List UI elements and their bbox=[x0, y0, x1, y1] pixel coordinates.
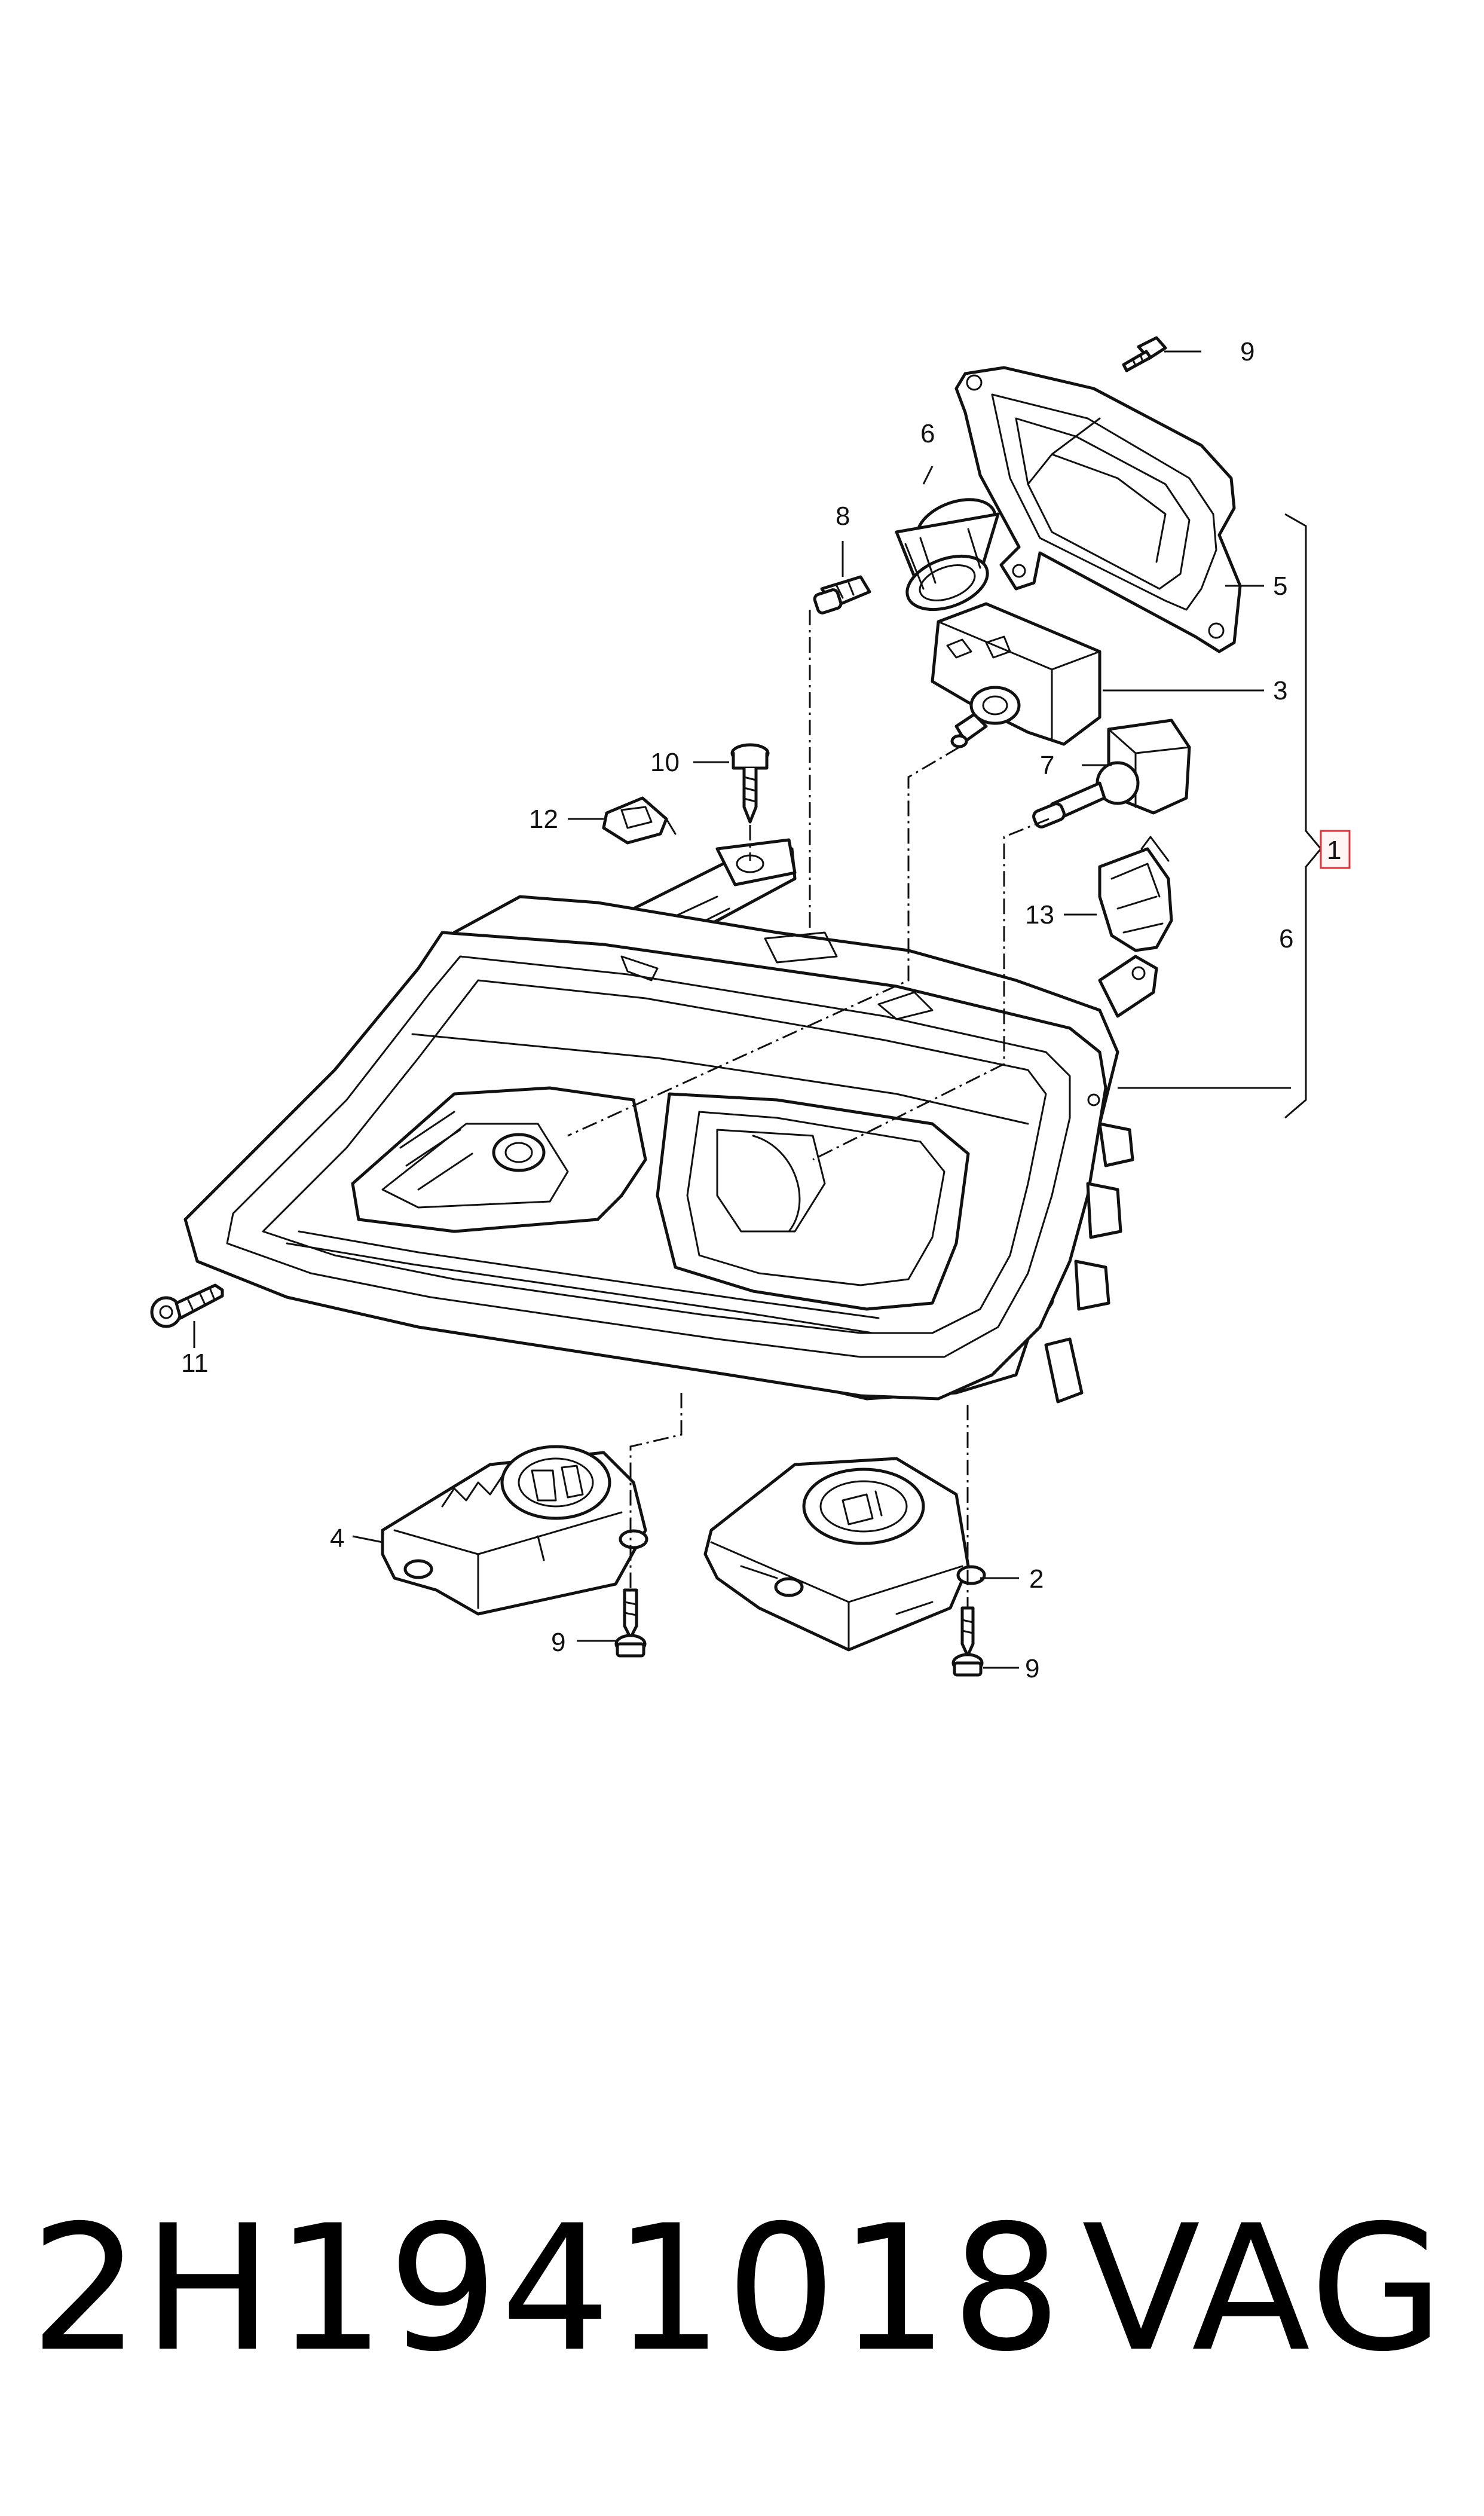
callout-12: 12 bbox=[529, 805, 558, 834]
holder-clip-part bbox=[1098, 836, 1173, 952]
headlight-exploded-diagram: 9 6 8 5 3 7 10 12 13 6 11 4 2 9 9 1 bbox=[150, 336, 1351, 1683]
ballast-left-part bbox=[381, 1445, 648, 1616]
callout-9-top: 9 bbox=[1240, 337, 1254, 366]
callout-9-left: 9 bbox=[551, 1628, 565, 1657]
wedge-bulb-part bbox=[813, 575, 871, 615]
callout-1-box[interactable] bbox=[1320, 830, 1351, 869]
screw-11-part bbox=[150, 1283, 224, 1328]
callout-7: 7 bbox=[1040, 751, 1054, 780]
ballast-right-part bbox=[703, 1457, 986, 1652]
callout-13: 13 bbox=[1025, 900, 1054, 930]
housing-cover-part bbox=[954, 366, 1242, 653]
callout-6-side: 6 bbox=[1279, 924, 1293, 953]
callout-11: 11 bbox=[181, 1349, 209, 1378]
screw-10-part bbox=[730, 743, 770, 824]
adjuster-motor-part bbox=[931, 602, 1101, 748]
callout-8: 8 bbox=[836, 502, 850, 531]
callout-2: 2 bbox=[1029, 1564, 1044, 1594]
callout-9-right: 9 bbox=[1025, 1654, 1039, 1683]
headlight-housing-part bbox=[183, 895, 1158, 1404]
callout-6-top: 6 bbox=[920, 419, 935, 448]
screw-9-left-part bbox=[614, 1588, 647, 1658]
callout-10: 10 bbox=[650, 748, 680, 777]
screw-9-right-part bbox=[951, 1606, 984, 1677]
callout-labels: 9 6 8 5 3 7 10 12 13 6 11 4 2 9 9 1 bbox=[181, 337, 1351, 1683]
screw-9-top-part bbox=[1122, 336, 1167, 372]
clip-nut-part bbox=[602, 796, 677, 845]
callout-4: 4 bbox=[330, 1524, 344, 1553]
callout-5: 5 bbox=[1273, 571, 1287, 601]
cap-ring-part bbox=[895, 498, 1000, 612]
callout-1[interactable]: 1 bbox=[1327, 836, 1341, 865]
brand-name: VAG bbox=[1082, 2188, 1446, 2390]
assembly-lines bbox=[567, 610, 1049, 1608]
caption: 2H1941018 VAG bbox=[30, 2188, 1464, 2391]
callout-3: 3 bbox=[1273, 676, 1287, 705]
xenon-bulb-part bbox=[1032, 719, 1191, 829]
part-number: 2H1941018 bbox=[30, 2188, 1064, 2390]
